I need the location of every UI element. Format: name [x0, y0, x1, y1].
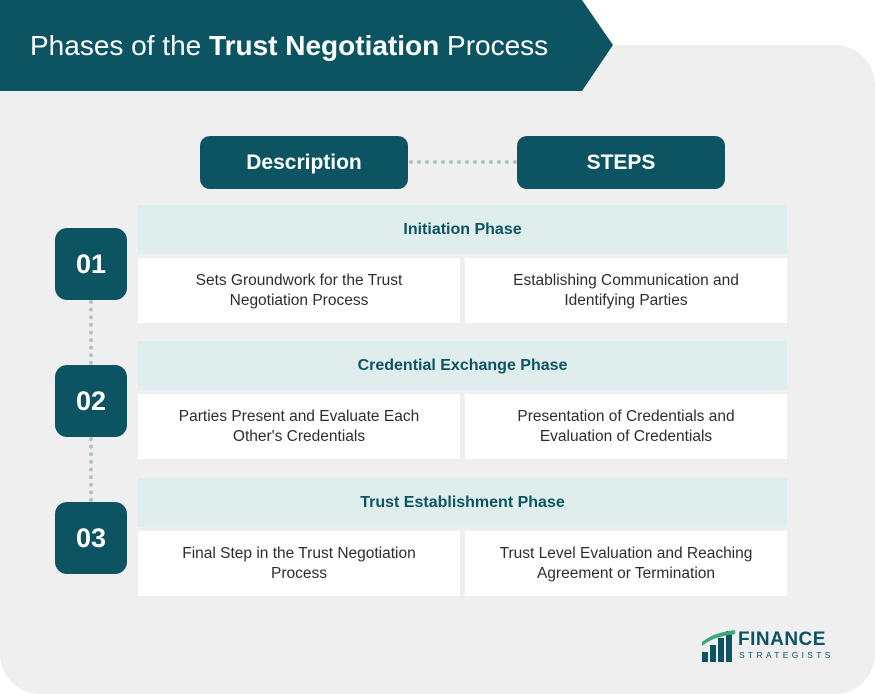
finance-strategists-logo-icon [702, 630, 735, 662]
phase-title: Initiation Phase [138, 205, 787, 254]
badge-connector-1-2 [89, 300, 93, 365]
phase-number-badge: 01 [55, 228, 127, 300]
description-line: Negotiation Process [229, 291, 369, 309]
steps-line: Evaluation of Credentials [539, 427, 713, 445]
description-line: Final Step in the Trust Negotiation [182, 544, 416, 562]
steps-line: Presentation of Credentials and [517, 407, 735, 425]
title-bold: Trust Negotiation [209, 30, 440, 61]
title-suffix: Process [439, 30, 549, 61]
steps-line: Agreement or Termination [536, 564, 716, 582]
description-line: Other's Credentials [232, 427, 366, 445]
logo-word-strategists: STRATEGISTS [739, 650, 834, 660]
page-title: Phases of the Trust Negotiation Process [30, 0, 548, 91]
header-connector [409, 160, 517, 164]
description-header: Description [200, 136, 408, 189]
steps-line: Trust Level Evaluation and Reaching [499, 544, 753, 562]
logo-word-finance: FINANCE [738, 629, 826, 650]
phase-title: Credential Exchange Phase [138, 341, 787, 390]
finance-strategists-logo: FINANCE STRATEGISTS [702, 628, 842, 664]
steps-line: Establishing Communication and [513, 271, 739, 289]
description-line: Sets Groundwork for the Trust [195, 271, 403, 289]
title-banner [0, 0, 613, 91]
badge-connector-2-3 [89, 437, 93, 502]
description-line: Process [271, 564, 327, 582]
description-line: Parties Present and Evaluate Each [178, 407, 420, 425]
phase-title: Trust Establishment Phase [138, 478, 787, 527]
phase-number-badge: 02 [55, 365, 127, 437]
phase-number-badge: 03 [55, 502, 127, 574]
steps-header: STEPS [517, 136, 725, 189]
steps-line: Identifying Parties [564, 291, 688, 309]
title-prefix: Phases of the [30, 30, 210, 61]
